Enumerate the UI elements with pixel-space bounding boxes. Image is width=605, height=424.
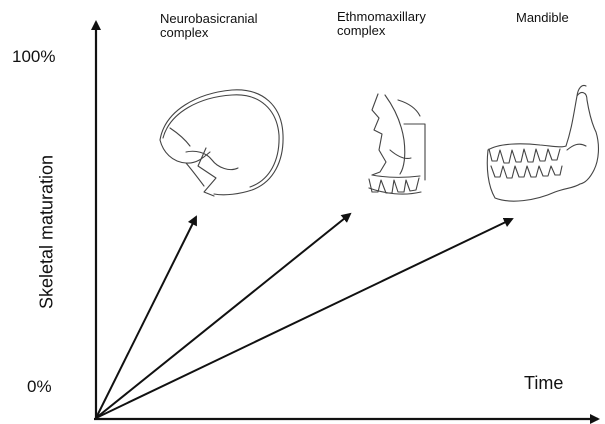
mandible-jaw-illustration xyxy=(487,85,598,201)
maxilla-teeth-illustration xyxy=(369,94,425,194)
y-axis-top-label: 100% xyxy=(12,48,55,66)
arrow-neurobasicranial xyxy=(96,217,196,418)
region-label-ethmomaxillary: Ethmomaxillary complex xyxy=(337,10,426,37)
skull-cranium-illustration xyxy=(160,90,283,196)
region-label-neurobasicranial: Neurobasicranial complex xyxy=(160,12,258,39)
arrow-ethmomaxillary xyxy=(96,214,350,418)
arrow-mandible xyxy=(96,219,512,418)
region-label-mandible: Mandible xyxy=(516,11,569,25)
y-axis-title: Skeletal maturation xyxy=(38,155,57,309)
y-axis-bottom-label: 0% xyxy=(27,378,52,396)
x-axis-title: Time xyxy=(524,374,563,393)
